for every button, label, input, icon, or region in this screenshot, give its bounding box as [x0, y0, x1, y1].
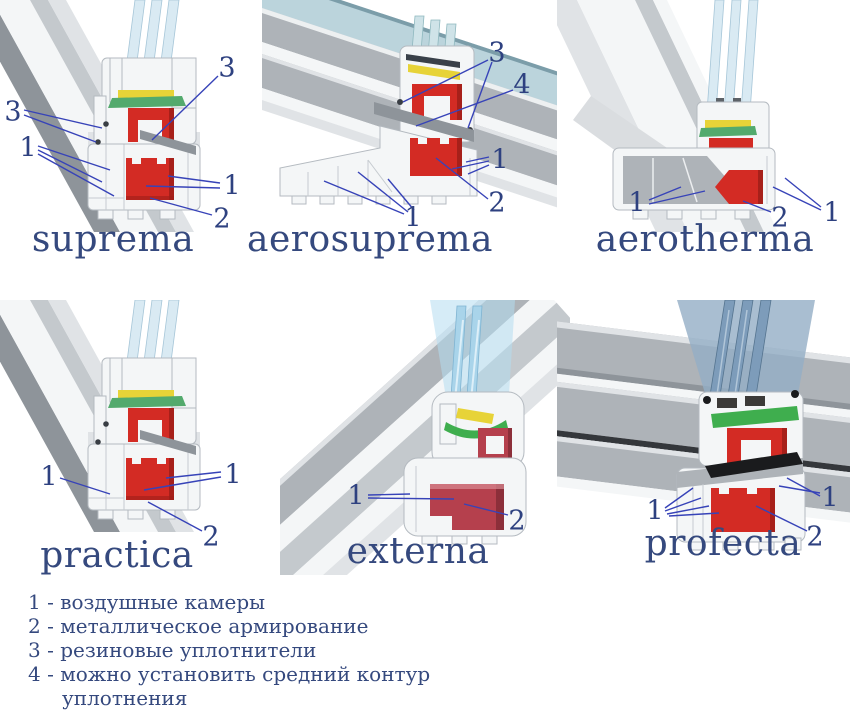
leader-lines	[648, 177, 822, 213]
glazing-packer-yellow	[408, 64, 460, 80]
rubber-seal	[397, 99, 403, 105]
callout-label: 3	[218, 52, 236, 84]
steel-reinforcement-sash	[478, 428, 512, 460]
callout-label: 1	[823, 197, 841, 229]
steel-reinforcement-frame	[410, 138, 462, 176]
glass-spacer	[745, 396, 765, 406]
callout-label: 4	[513, 69, 531, 101]
callout-label: 3	[488, 37, 506, 69]
callout-label: 2	[488, 187, 506, 219]
leader-lines	[367, 493, 509, 516]
callout-label: 1	[821, 482, 839, 514]
callout-label: 2	[806, 521, 824, 553]
legend-item: 1 - воздушные камеры	[28, 590, 266, 614]
legend-item: 2 - металлическое армирование	[28, 614, 369, 638]
legend-item: 4 - можно установить средний контур упло…	[28, 662, 431, 710]
profile-illustration-profecta	[557, 300, 850, 551]
glazing-bead	[140, 130, 196, 155]
glazing-packer-green	[108, 396, 186, 408]
callout-label: 1	[646, 495, 664, 527]
rubber-seal-black	[791, 390, 799, 398]
glazing-packer-yellow	[705, 120, 751, 128]
panel-title: aerotherma	[595, 219, 815, 260]
rubber-seal	[95, 439, 101, 445]
frame-cross-section	[279, 125, 478, 205]
profile-illustration-aerosuprema	[262, 0, 557, 215]
callout-label: 1	[40, 461, 58, 493]
sash-cross-section	[698, 390, 804, 467]
panel-profecta: 1 1 2 profecta	[557, 300, 850, 575]
steel-reinforcement-frame	[715, 170, 763, 204]
legend-item: 3 - резиновые уплотнители	[28, 638, 317, 662]
middle-gasket-zone	[374, 102, 474, 142]
panel-aerotherma: 1 2 1 aerotherma	[557, 0, 850, 270]
glazing-packer-yellow	[118, 390, 174, 398]
glass-panes	[706, 0, 759, 113]
panel-title: practica	[40, 535, 194, 576]
rubber-seal-black	[703, 396, 711, 404]
callout-label: 1	[628, 187, 646, 219]
steel-reinforcement-frame	[430, 484, 504, 530]
glazing-packer-green	[699, 126, 757, 137]
steel-reinforcement-frame	[126, 458, 174, 500]
panel-aerosuprema: 3 4 1 2 1 aerosuprema	[247, 0, 557, 270]
leader-lines	[664, 477, 821, 532]
middle-seal-black	[705, 452, 803, 478]
rubber-seal	[95, 139, 101, 145]
leader-lines	[323, 59, 514, 215]
panel-suprema: 3 3 1 1 2 suprema	[0, 0, 265, 270]
glass-panes	[677, 300, 815, 403]
panel-title: externa	[346, 531, 490, 572]
glass-spacer	[717, 398, 737, 408]
sash-cross-section	[93, 357, 197, 455]
panel-title: profecta	[644, 523, 802, 564]
rubber-seal	[103, 421, 109, 427]
sash-cross-section	[93, 57, 197, 155]
callout-label: 1	[347, 480, 365, 512]
callout-label: 2	[202, 521, 220, 553]
profile-illustration-externa	[280, 300, 570, 575]
callout-label: 1	[491, 144, 509, 176]
panel-externa: 1 2 externa	[280, 300, 570, 575]
legend: 1 - воздушные камеры 2 - металлическое а…	[28, 590, 473, 710]
rubber-seal	[103, 121, 109, 127]
steel-reinforcement-frame	[126, 158, 174, 200]
frame-cross-section	[612, 147, 776, 220]
callout-label: 2	[213, 203, 231, 235]
callout-label: 1	[223, 170, 241, 202]
glazing-packer-green	[108, 96, 186, 108]
glazing-packer-yellow	[456, 408, 494, 424]
callout-label: 1	[19, 132, 37, 164]
profile-illustration-practica	[0, 300, 222, 532]
panel-title: aerosuprema	[247, 219, 493, 260]
leader-lines	[23, 75, 221, 216]
callout-label: 2	[771, 202, 789, 234]
panel-title: suprema	[31, 219, 195, 260]
frame-cross-section	[403, 457, 527, 545]
profile-illustration-suprema	[0, 0, 221, 232]
steel-reinforcement-sash	[412, 84, 462, 120]
callout-label: 2	[508, 505, 526, 537]
sash-cross-section	[431, 391, 525, 469]
panel-practica: 1 1 2 practica	[0, 300, 265, 575]
leader-lines	[59, 471, 222, 532]
insulation-infill	[623, 156, 749, 204]
glazing-packer-yellow	[118, 90, 174, 98]
callout-label: 1	[404, 202, 422, 234]
callout-label: 1	[224, 459, 242, 491]
glazing-bead	[140, 430, 196, 455]
glazing-packer-green	[711, 406, 799, 428]
callout-label: 3	[4, 96, 22, 128]
glass-panes	[430, 300, 515, 413]
profile-illustration-aerotherma	[557, 0, 822, 232]
